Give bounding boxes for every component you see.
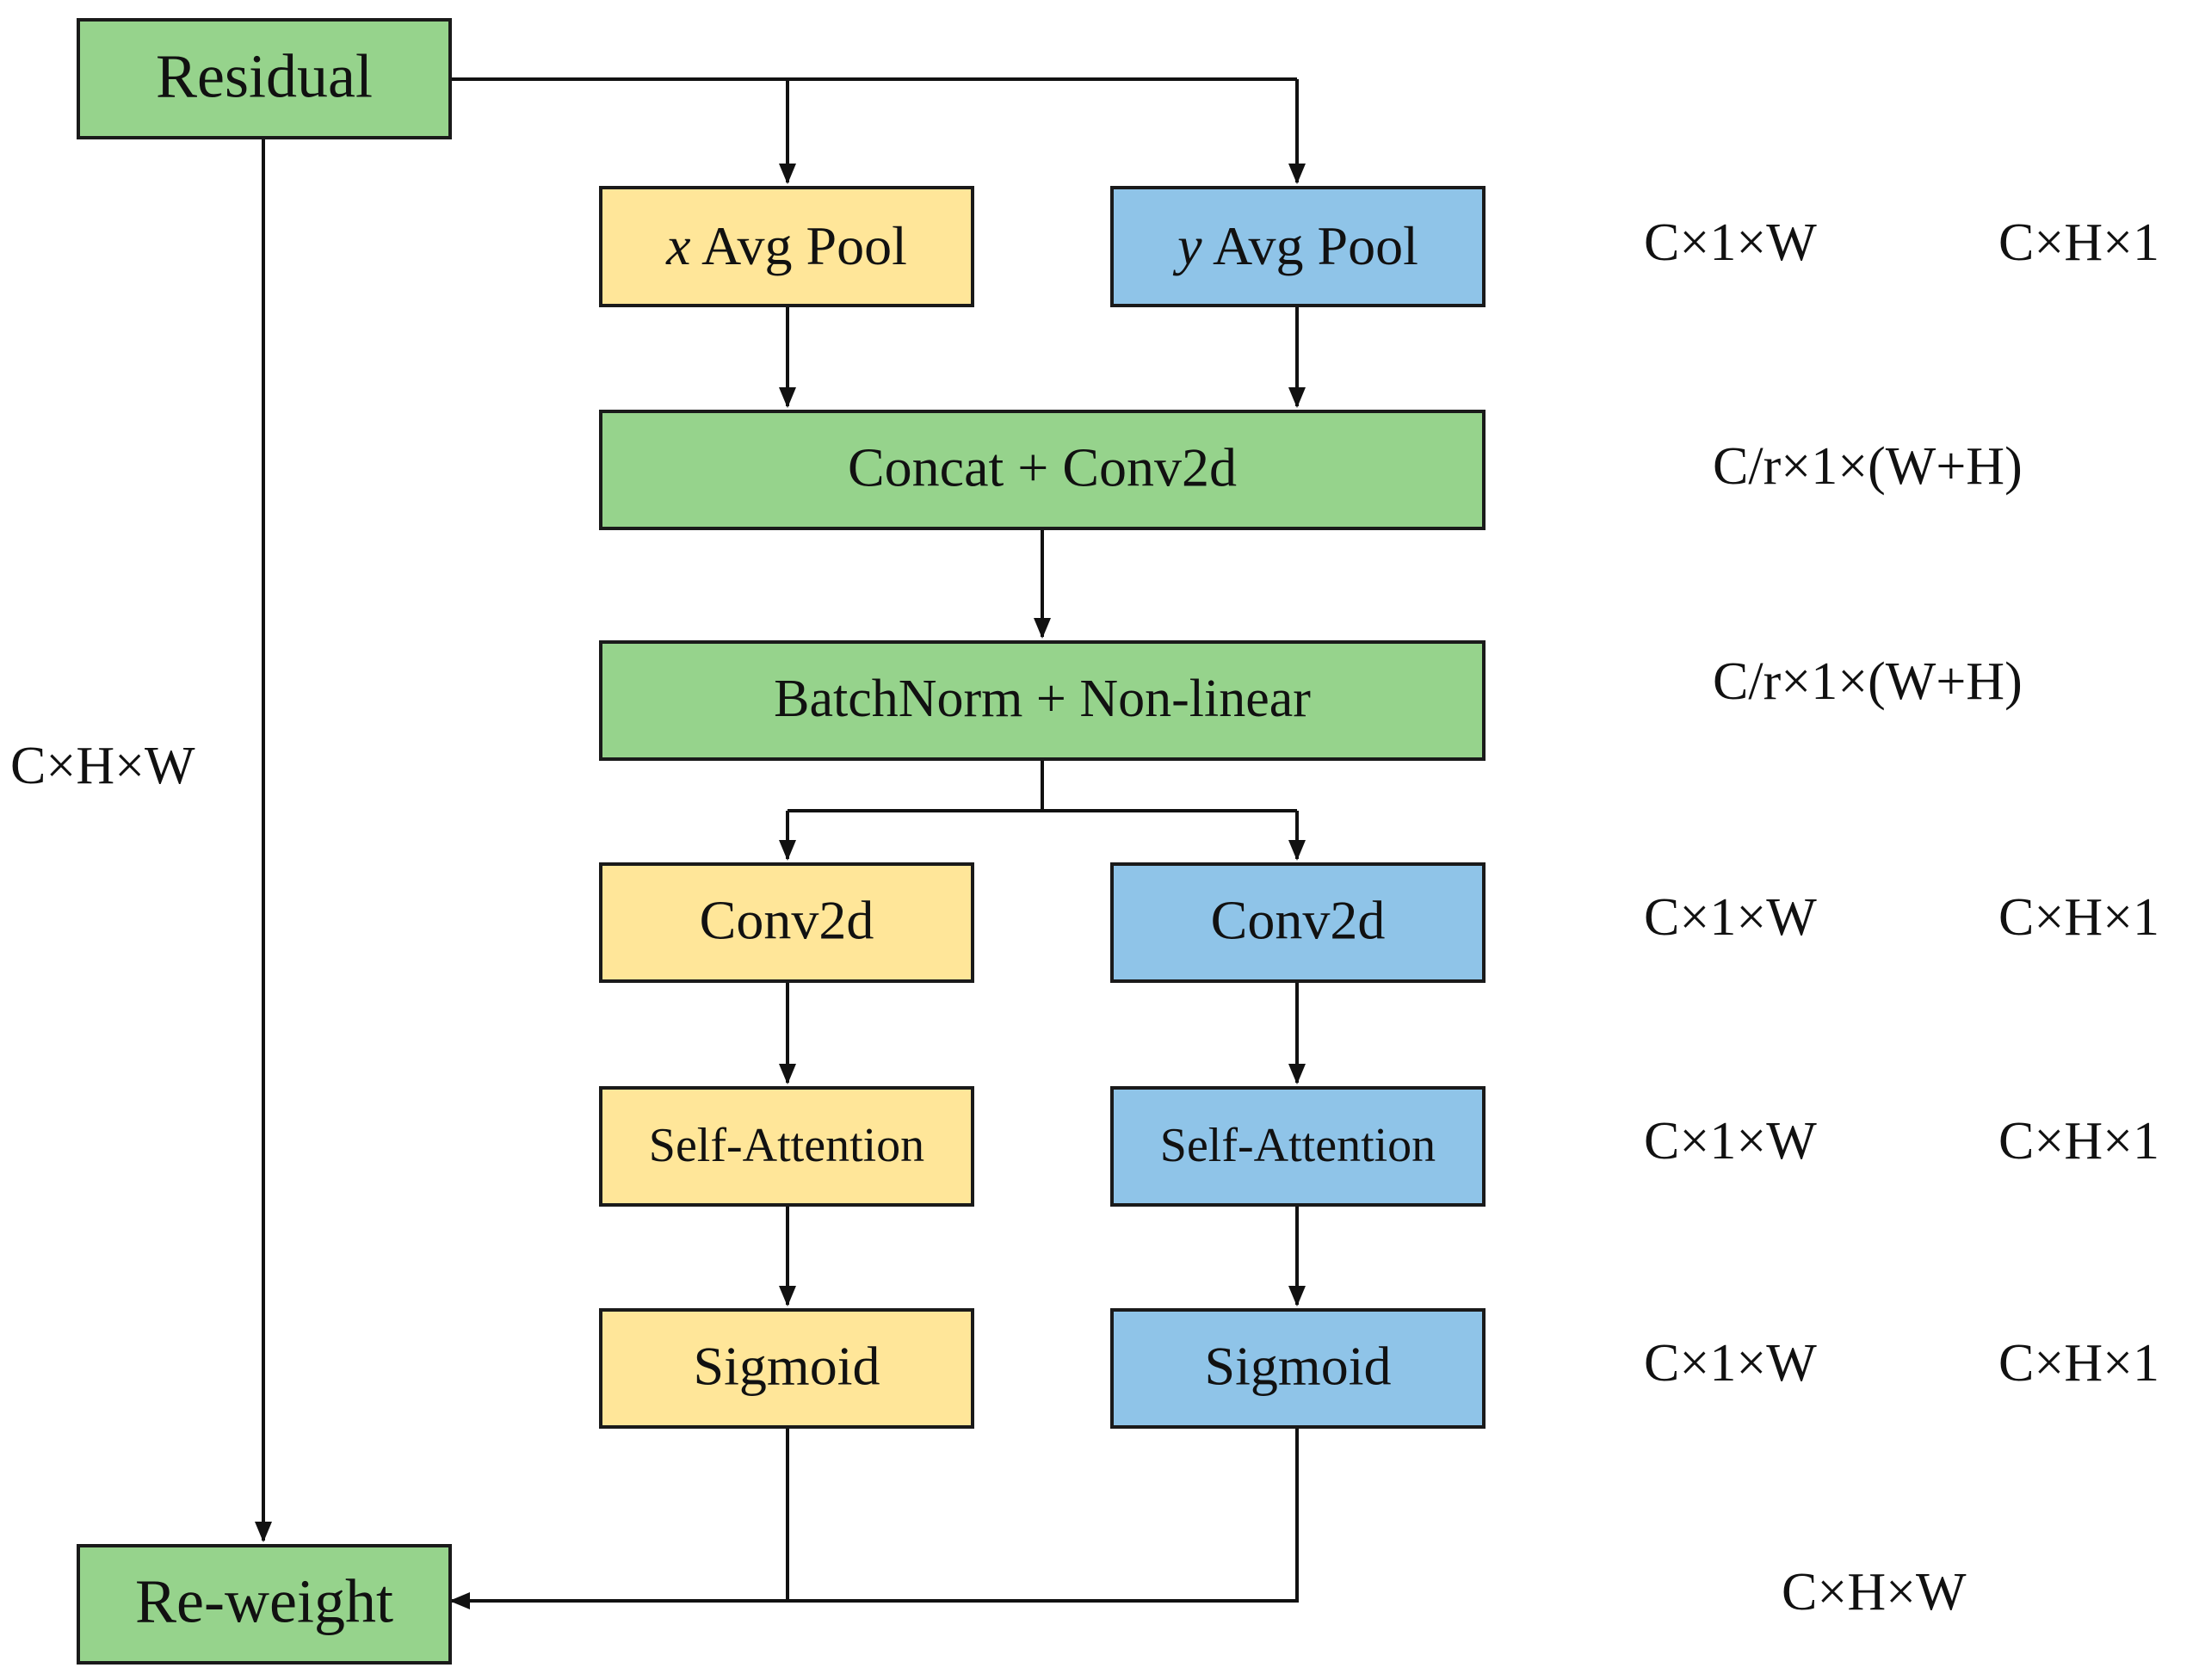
conv2d-x-box [599, 862, 974, 983]
y-avg-pool-box [1110, 186, 1486, 307]
y-avg-pool-text: Avg Pool [1202, 215, 1418, 276]
dim-reweight: C×H×W [1782, 1563, 1967, 1621]
batchnorm-nonlinear-label: BatchNorm + Non-linear [774, 670, 1311, 728]
self-attention-x-label: Self-Attention [649, 1119, 924, 1172]
dim-concat: C/r×1×(W+H) [1713, 437, 2023, 496]
batchnorm-nonlinear-box [599, 640, 1486, 761]
edges [255, 77, 1306, 1609]
sigmoid-y-box [1110, 1308, 1486, 1429]
sigmoid-x-box [599, 1308, 974, 1429]
dim-avg-pool-y: C×H×1 [1998, 213, 2159, 272]
self-attention-y-node: Self-Attention [1110, 1086, 1486, 1207]
dim-conv2d-y: C×H×1 [1998, 888, 2159, 947]
conv2d-y-node: Conv2d [1110, 862, 1486, 983]
dim-sigmoid-x: C×1×W [1644, 1334, 1817, 1393]
dim-self-attention-y: C×H×1 [1998, 1112, 2159, 1170]
x-avg-pool-prefix: x [665, 215, 690, 276]
self-attention-y-label: Self-Attention [1160, 1119, 1436, 1172]
dim-avg-pool-x: C×1×W [1644, 213, 1817, 272]
y-avg-pool-prefix: y [1172, 215, 1202, 276]
self-attention-y-box [1110, 1086, 1486, 1207]
y-avg-pool-node: y Avg Pool [1110, 186, 1486, 307]
reweight-label: Re-weight [135, 1567, 393, 1636]
residual-label: Residual [156, 42, 373, 111]
reweight-box [77, 1544, 452, 1665]
sigmoid-y-label: Sigmoid [1205, 1336, 1392, 1397]
reweight-node: Re-weight [77, 1544, 452, 1665]
sigmoid-x-node: Sigmoid [599, 1308, 974, 1429]
dim-sigmoid-y: C×H×1 [1998, 1334, 2159, 1393]
x-avg-pool-node: x Avg Pool [599, 186, 974, 307]
nodes: Residual x Avg Pool y Avg Pool Concat + … [77, 18, 1486, 1665]
x-avg-pool-text: Avg Pool [691, 215, 907, 276]
self-attention-x-node: Self-Attention [599, 1086, 974, 1207]
conv2d-y-box [1110, 862, 1486, 983]
edge-batchnorm-split [788, 759, 1297, 812]
residual-node: Residual [77, 18, 452, 139]
conv2d-y-label: Conv2d [1211, 890, 1386, 951]
self-attention-x-box [599, 1086, 974, 1207]
conv2d-x-label: Conv2d [700, 890, 874, 951]
sigmoid-y-node: Sigmoid [1110, 1308, 1486, 1429]
residual-box [77, 18, 452, 139]
y-avg-pool-label: y Avg Pool [1172, 215, 1418, 276]
edge-sigmoids-merge [465, 1427, 1299, 1603]
batchnorm-nonlinear-node: BatchNorm + Non-linear [599, 640, 1486, 761]
sigmoid-x-label: Sigmoid [694, 1336, 880, 1397]
x-avg-pool-label: x Avg Pool [665, 215, 907, 276]
dim-conv2d-x: C×1×W [1644, 888, 1817, 947]
dim-residual-path: C×H×W [10, 737, 195, 795]
x-avg-pool-box [599, 186, 974, 307]
dim-batchnorm: C/r×1×(W+H) [1713, 652, 2023, 711]
conv2d-x-node: Conv2d [599, 862, 974, 983]
concat-conv2d-label: Concat + Conv2d [848, 437, 1237, 498]
dimension-labels: C×H×W C×1×W C×H×1 C/r×1×(W+H) C/r×1×(W+H… [10, 213, 2159, 1621]
concat-conv2d-node: Concat + Conv2d [599, 410, 1486, 530]
concat-conv2d-box [599, 410, 1486, 530]
dim-self-attention-x: C×1×W [1644, 1112, 1817, 1170]
